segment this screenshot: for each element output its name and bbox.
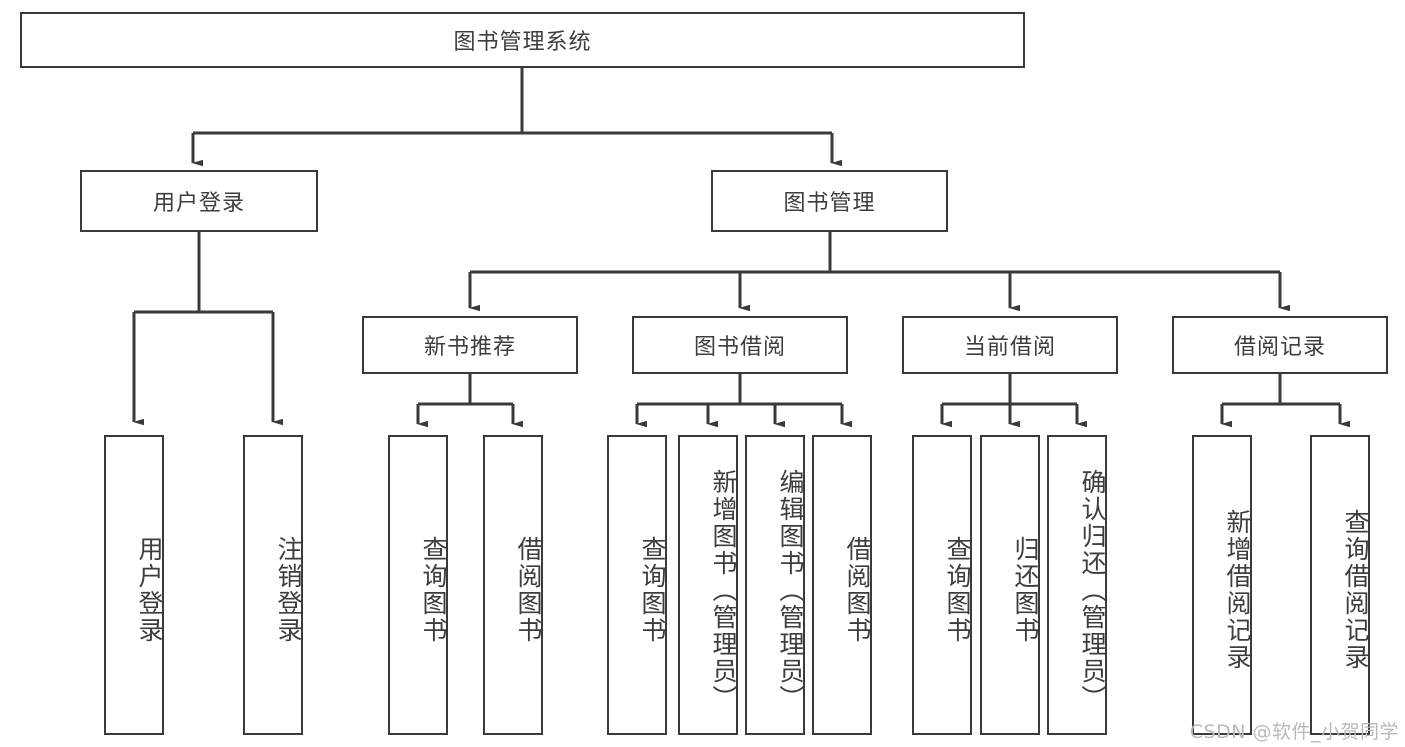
- node-user-login[interactable]: 用户登录: [80, 170, 318, 232]
- node-label: 用户登录: [135, 536, 164, 644]
- node-label: 新增借阅记录: [1223, 509, 1252, 671]
- leaf-borrow-record-query[interactable]: 查询借阅记录: [1310, 435, 1370, 735]
- node-borrow-record[interactable]: 借阅记录: [1172, 316, 1388, 374]
- node-label: 查询图书: [638, 536, 667, 644]
- node-label: 借阅图书: [843, 536, 872, 644]
- node-root-system[interactable]: 图书管理系统: [20, 12, 1025, 68]
- node-book-management[interactable]: 图书管理: [711, 170, 948, 232]
- leaf-book-borrow-query[interactable]: 查询图书: [607, 435, 667, 735]
- leaf-current-borrow-return[interactable]: 归还图书: [980, 435, 1040, 735]
- leaf-borrow-record-add[interactable]: 新增借阅记录: [1192, 435, 1252, 735]
- node-label: 编辑图书（管理员）: [776, 468, 805, 712]
- node-label: 图书管理: [783, 191, 876, 216]
- node-label: 注销登录: [274, 536, 303, 644]
- watermark-credit: CSDN @软件_小贺同学: [1189, 721, 1399, 743]
- leaf-current-borrow-confirm-return[interactable]: 确认归还（管理员）: [1047, 435, 1107, 735]
- node-book-borrow[interactable]: 图书借阅: [632, 316, 848, 374]
- node-label: 借阅记录: [1233, 335, 1326, 360]
- node-label: 确认归还（管理员）: [1078, 468, 1107, 712]
- node-label: 归还图书: [1011, 536, 1040, 644]
- node-label: 新增图书（管理员）: [709, 468, 738, 712]
- node-label: 图书管理系统: [453, 30, 592, 55]
- node-label: 当前借阅: [963, 335, 1056, 360]
- node-label: 用户登录: [152, 191, 245, 216]
- leaf-user-login-login[interactable]: 用户登录: [104, 435, 164, 735]
- node-current-borrow[interactable]: 当前借阅: [902, 316, 1118, 374]
- node-label: 查询图书: [419, 536, 448, 644]
- leaf-new-book-query[interactable]: 查询图书: [388, 435, 448, 735]
- node-label: 查询借阅记录: [1341, 509, 1370, 671]
- leaf-current-borrow-query[interactable]: 查询图书: [912, 435, 972, 735]
- leaf-book-borrow-edit[interactable]: 编辑图书（管理员）: [745, 435, 805, 735]
- node-label: 新书推荐: [423, 335, 516, 360]
- node-label: 查询图书: [943, 536, 972, 644]
- node-label: 图书借阅: [693, 335, 786, 360]
- leaf-user-login-logout[interactable]: 注销登录: [243, 435, 303, 735]
- node-new-book-recommend[interactable]: 新书推荐: [362, 316, 578, 374]
- leaf-new-book-borrow[interactable]: 借阅图书: [483, 435, 543, 735]
- leaf-book-borrow-add[interactable]: 新增图书（管理员）: [678, 435, 738, 735]
- node-label: 借阅图书: [514, 536, 543, 644]
- leaf-book-borrow-borrow[interactable]: 借阅图书: [812, 435, 872, 735]
